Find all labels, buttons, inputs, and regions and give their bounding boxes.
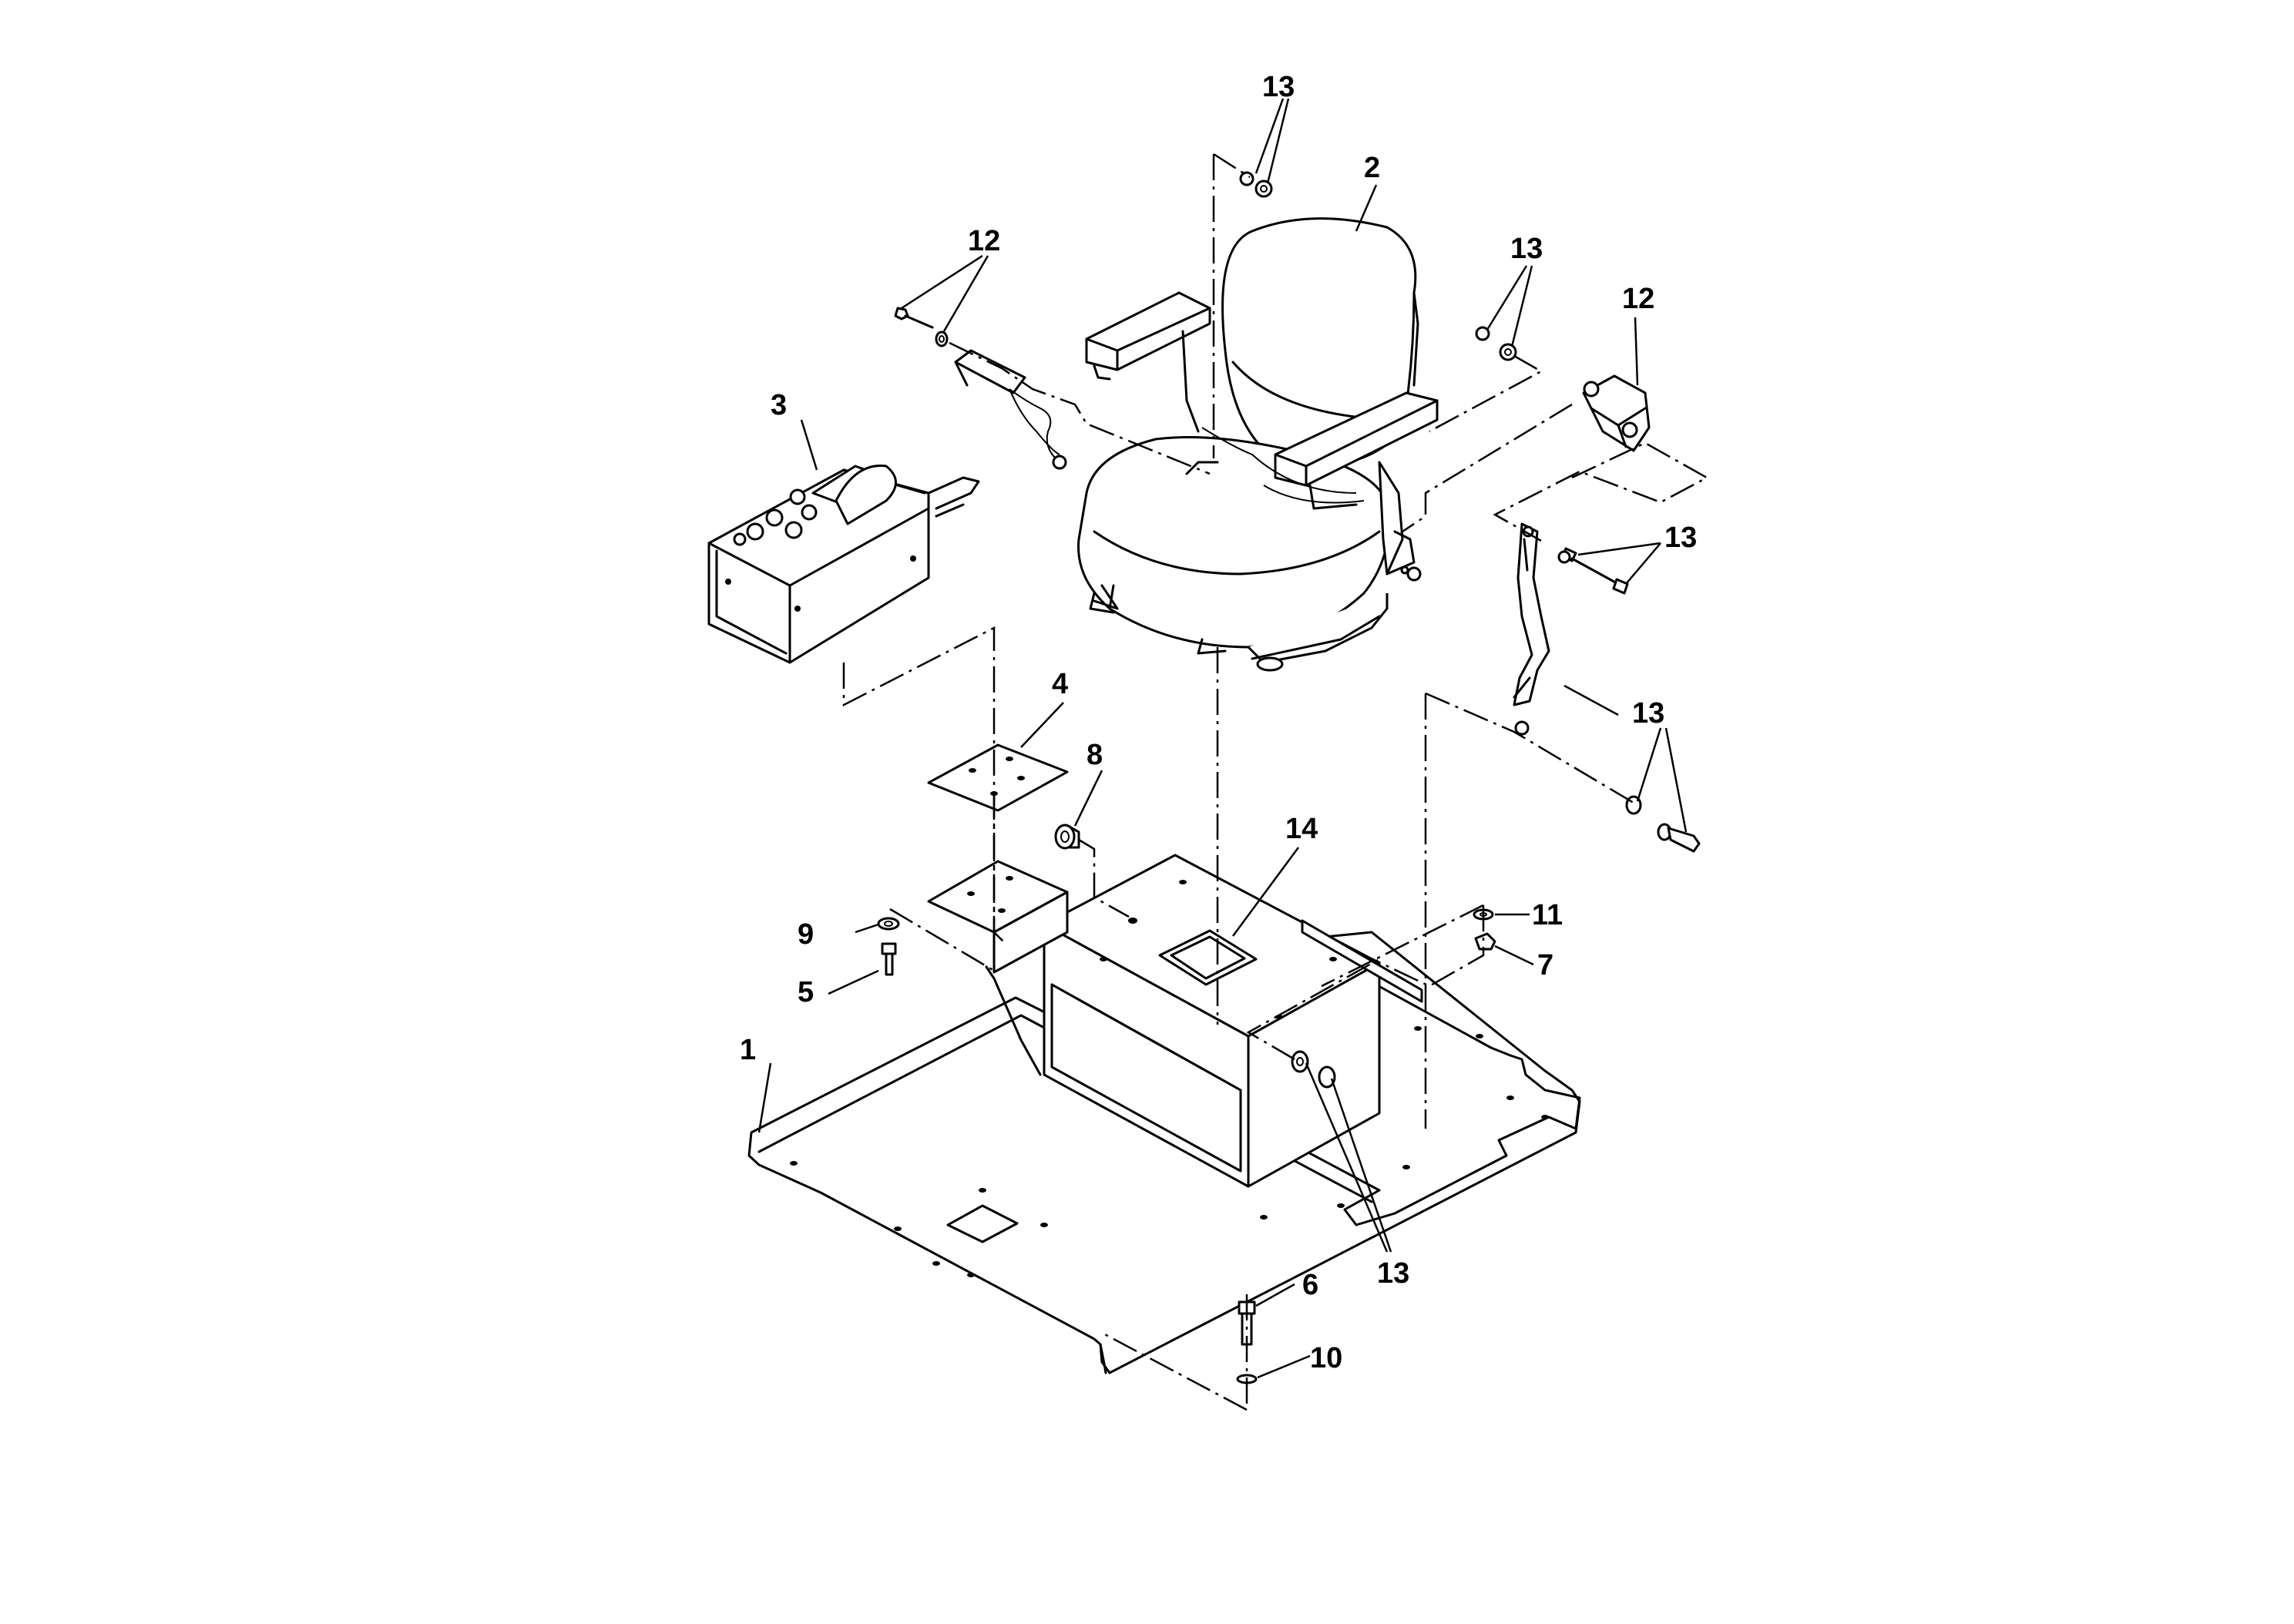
- callout-6: 6: [1302, 1269, 1318, 1301]
- callout-13-belt: 13: [1664, 522, 1697, 554]
- callout-11: 11: [1532, 899, 1563, 931]
- control-box: [707, 465, 980, 664]
- callout-1: 1: [740, 1034, 756, 1066]
- callout-4: 4: [1052, 668, 1068, 700]
- callout-2: 2: [1364, 152, 1380, 184]
- floor-plate: [747, 931, 1581, 1374]
- seat-belt: [1513, 522, 1629, 736]
- callout-13-bottom: 13: [1377, 1257, 1409, 1290]
- assembly-centerlines: [842, 153, 1709, 1411]
- leader-lines: [757, 98, 1688, 1379]
- callout-13-upper-right: 13: [1510, 233, 1543, 265]
- callout-5: 5: [798, 976, 814, 1008]
- callout-13-top: 13: [1262, 71, 1295, 103]
- callout-3: 3: [771, 389, 787, 421]
- callout-10: 10: [1310, 1342, 1342, 1374]
- callout-labels: 13 2 12 13 12 3 13 13 4 8 14 9 5 11 7 1 …: [740, 71, 1697, 1374]
- callout-13-lower-right: 13: [1632, 697, 1664, 730]
- seat-box: [1043, 854, 1423, 1188]
- callout-9: 9: [798, 918, 814, 951]
- callout-14: 14: [1285, 813, 1318, 845]
- callout-7: 7: [1537, 949, 1553, 981]
- callout-12-left: 12: [968, 225, 1000, 257]
- right-switch-bracket: [1582, 374, 1651, 452]
- bracket-plates: [927, 743, 1069, 1076]
- callout-12-right: 12: [1622, 283, 1654, 315]
- operator-seat: [1077, 217, 1439, 672]
- seat-switch: [894, 307, 1067, 470]
- callout-8: 8: [1087, 739, 1103, 771]
